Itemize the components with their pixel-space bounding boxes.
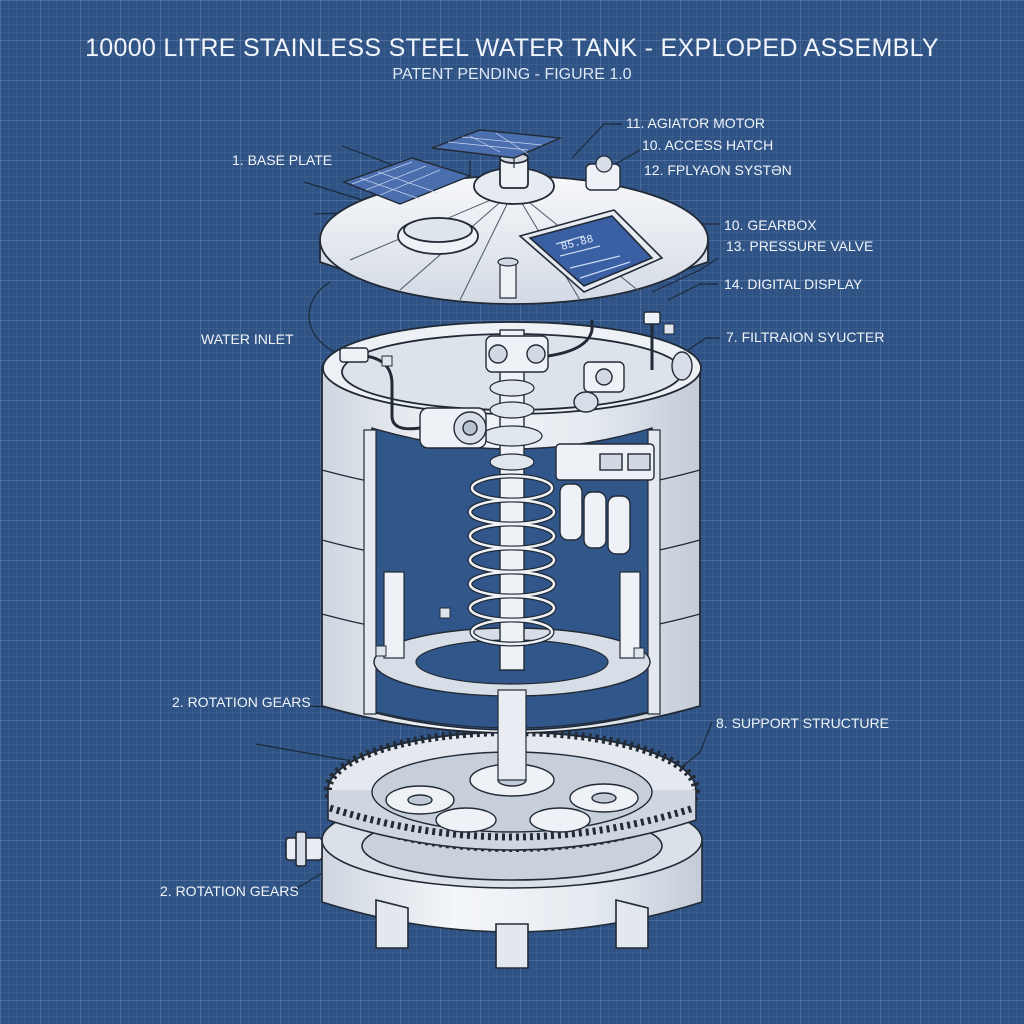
label-base-plate: 1. BASE PLATE xyxy=(232,152,333,168)
solar-panels xyxy=(341,129,563,205)
label-rotation-gears-lower: 2. ROTATION GEARS xyxy=(160,883,299,899)
label-access-hatch: 10. ACCESS HATCH xyxy=(642,137,774,153)
label-pressure-valve: 13. PRESSURE VALVE xyxy=(726,238,874,254)
figure-subtitle: PATENT PENDING - FIGURE 1.0 xyxy=(392,66,632,83)
filtration-system-unit xyxy=(555,443,655,555)
small-valve-markers xyxy=(375,323,675,659)
agitator-shaft-and-spring xyxy=(467,329,557,671)
label-rotation-gears-upper: 2. ROTATION GEARS xyxy=(172,694,311,710)
label-digital-display: 14. DIGITAL DISPLAY xyxy=(724,276,863,292)
label-water-inlet: WATER INLET xyxy=(201,331,294,347)
label-filtration-system-side: 7. FILTRAION SYUCTER xyxy=(726,329,885,345)
figure-title: 10000 LITRE STAINLESS STEEL WATER TANK -… xyxy=(85,34,939,62)
gearbox-motor-assembly xyxy=(339,311,693,449)
digital-display-panel xyxy=(518,209,664,293)
rotation-gear-ring xyxy=(324,728,700,852)
label-filtration-system-top: 12. FPLYAON SYSTƏN xyxy=(644,162,792,178)
label-support-structure: 8. SUPPORT STRUCTURE xyxy=(716,715,889,731)
label-gearbox: 10. GEARBOX xyxy=(724,217,817,233)
label-agitator-motor: 11. AGIATOR MOTOR xyxy=(626,115,765,131)
